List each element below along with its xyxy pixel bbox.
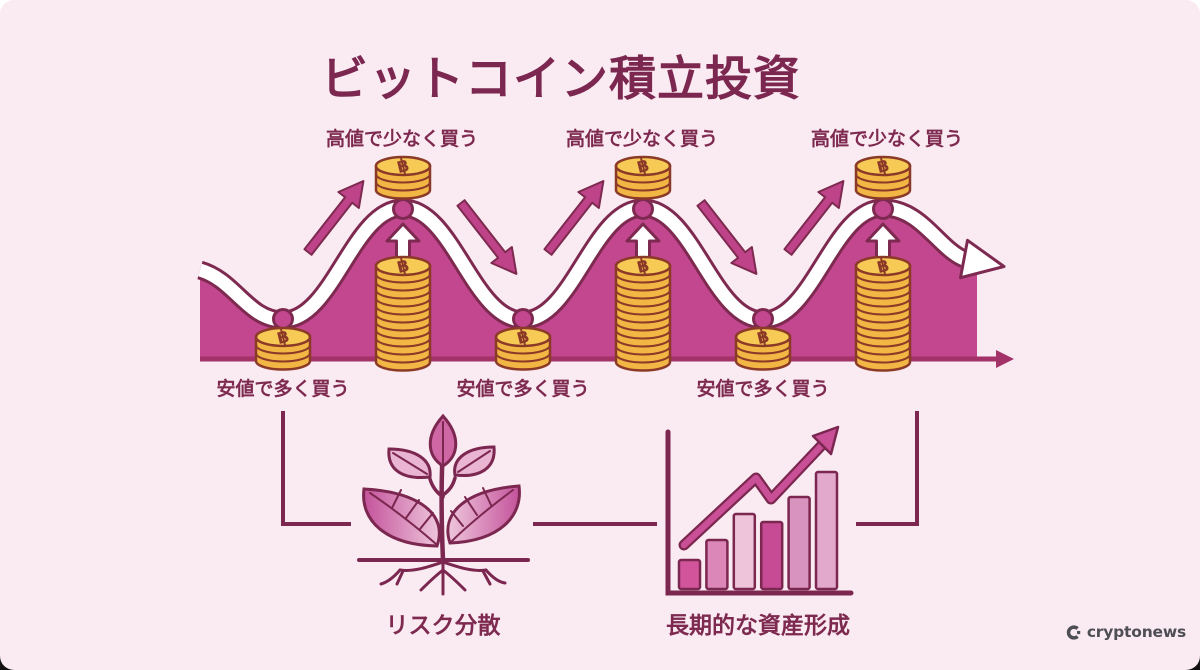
growth-bar [759, 520, 784, 591]
buy-low-label: 安値で多く買う [456, 378, 590, 400]
page-title: ビットコイン積立投資 [321, 52, 801, 107]
chart-axes [665, 429, 854, 596]
growth-bar [787, 495, 811, 591]
svg-text:B: B [395, 256, 411, 277]
coin-stack-buy-low-coins: B [494, 326, 552, 371]
long-term-growth-caption: 長期的な資産形成 [666, 613, 850, 639]
risk-diversification-caption: リスク分散 [385, 613, 501, 639]
bitcoin-symbol-icon: B [755, 327, 771, 348]
bitcoin-symbol-icon: B [395, 156, 411, 177]
svg-text:B: B [875, 256, 891, 277]
coin-stack-accumulated-stack: B [854, 255, 912, 372]
buy-high-label: 高値で少なく買う [565, 128, 719, 150]
buy-high-label: 高値で少なく買う [325, 128, 479, 150]
svg-text:B: B [395, 156, 411, 177]
svg-text:B: B [515, 327, 531, 348]
buy-low-label: 安値で多く買う [696, 378, 830, 400]
connector-brackets [281, 411, 919, 526]
bitcoin-symbol-icon: B [635, 256, 651, 277]
svg-text:B: B [635, 256, 651, 277]
growth-bar [677, 558, 702, 591]
bitcoin-symbol-icon: B [515, 327, 531, 348]
timeline-axis-arrowhead-icon [996, 350, 1014, 368]
bitcoin-symbol-icon: B [635, 156, 651, 177]
brand-logo: cryptonews [1066, 620, 1186, 644]
bar-chart-illustration [665, 425, 854, 596]
plant-stem-branch [428, 477, 445, 499]
bitcoin-symbol-icon: B [875, 156, 891, 177]
coin-stacks: B B B B B B B B B [254, 155, 912, 372]
coin-stack-buy-high-few-coins: B [374, 155, 432, 200]
svg-text:B: B [275, 327, 291, 348]
coin-stack-accumulated-stack: B [614, 255, 672, 372]
plant-illustration [357, 413, 530, 596]
coin-stack-buy-high-few-coins: B [614, 155, 672, 200]
svg-text:B: B [875, 156, 891, 177]
growth-bars [677, 470, 839, 591]
growth-bar [732, 512, 757, 591]
growth-bar [814, 470, 839, 591]
svg-text:B: B [635, 156, 651, 177]
brand-logo-text: cryptonews [1086, 623, 1186, 641]
coin-stack-buy-high-few-coins: B [854, 155, 912, 200]
growth-bar [705, 538, 729, 591]
bitcoin-symbol-icon: B [875, 256, 891, 277]
chart-trend-arrow [680, 441, 826, 549]
buy-high-label: 高値で少なく買う [810, 128, 964, 150]
wave-line [197, 201, 967, 327]
coin-stack-buy-low-coins: B [734, 326, 792, 371]
coin-stack-buy-low-coins: B [254, 326, 312, 371]
svg-text:B: B [755, 327, 771, 348]
coin-stack-accumulated-stack: B [374, 255, 432, 372]
bitcoin-symbol-icon: B [395, 256, 411, 277]
buy-low-label: 安値で多く買う [216, 378, 350, 400]
wave-end-arrowhead-icon [959, 238, 1006, 280]
plant-stem-branch [441, 476, 457, 497]
plant-roots [379, 558, 507, 596]
cryptonews-logo-icon [1066, 624, 1081, 640]
chart-trend-arrowhead-icon [811, 425, 840, 456]
bitcoin-symbol-icon: B [275, 327, 291, 348]
